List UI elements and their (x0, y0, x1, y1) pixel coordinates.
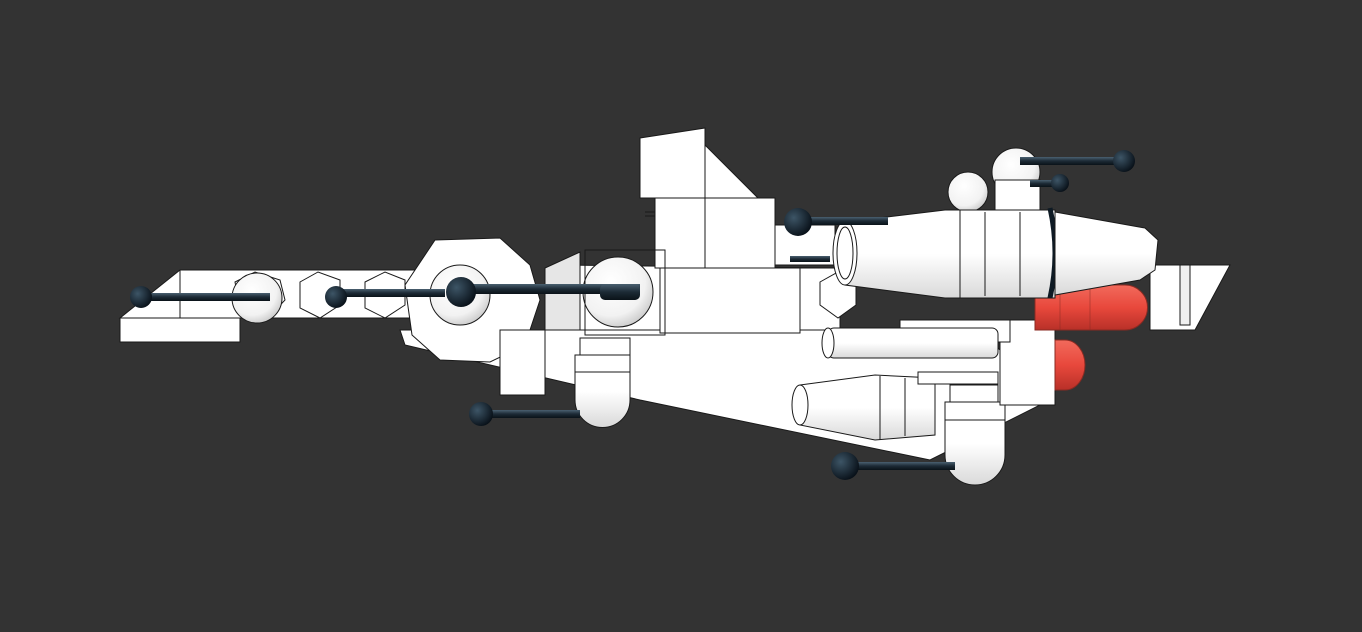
dorsal-fin (639, 127, 836, 269)
upper-mid-antenna-rod (798, 217, 888, 225)
lower-engine-nacelles (791, 327, 999, 441)
upper-engine-nacelle (832, 207, 1159, 299)
main-antenna-tip-front (325, 286, 347, 308)
main-antenna-tip-rear (446, 277, 476, 307)
lower-left-antenna-tip (469, 402, 493, 426)
bottom-antenna-rod (845, 462, 955, 470)
nose-antenna-tip (130, 286, 152, 308)
lower-left-antenna-rod (480, 410, 580, 418)
bottom-antenna-tip (831, 452, 859, 480)
main-antenna-rod-front (335, 289, 445, 297)
top-right-antenna-tip (1113, 150, 1135, 172)
top-right-antenna-rod (1020, 157, 1125, 165)
lower-pods (574, 337, 1006, 486)
nose-antenna-rod (140, 293, 270, 301)
main-antenna-rod-rear (460, 284, 640, 294)
antenna-rods (130, 150, 1135, 480)
upper-mid-antenna-tip (784, 208, 812, 236)
top-right-antenna-tip-2 (1051, 174, 1069, 192)
engine-glow (1034, 284, 1148, 391)
